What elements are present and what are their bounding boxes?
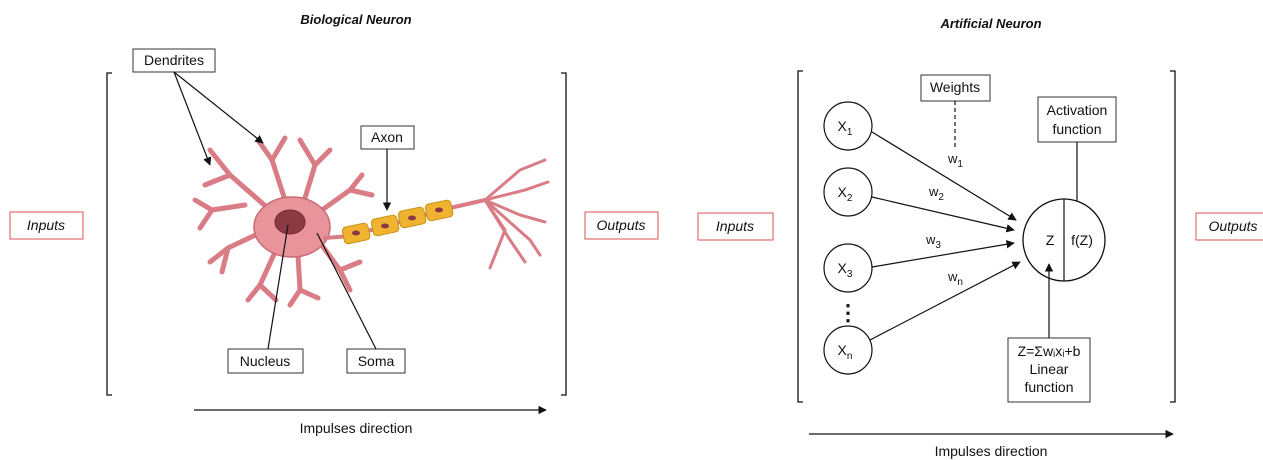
soma-box: [346, 348, 406, 374]
input-node-x2: X2: [823, 167, 873, 217]
linear-label-line3: function: [1024, 379, 1073, 395]
connection-n: [869, 261, 1021, 341]
nucleus-body: [274, 209, 306, 235]
input-node-xn: Xn: [823, 325, 873, 375]
myelin-nuclei: [352, 207, 443, 236]
art-right-bracket: [1170, 70, 1176, 403]
connection-2: [871, 196, 1015, 233]
input-nodes: X1 X2 X3 ⋮ Xn: [823, 101, 873, 375]
axon-terminals: [483, 158, 550, 270]
connection-3: [871, 240, 1015, 268]
myelin-sheaths: [341, 199, 454, 245]
connection-1: [871, 131, 1017, 221]
x3-label: X3: [838, 260, 853, 280]
linear-label-line2: Linear: [1030, 361, 1069, 377]
activation-box: [1037, 96, 1117, 143]
nucleus-box: [227, 348, 304, 374]
fz-label: f(Z): [1071, 232, 1093, 248]
weights-label: Weights: [930, 79, 980, 95]
input-node-x3: X3: [823, 243, 873, 293]
biological-neuron-panel: Biological Neuron Inputs Outputs: [9, 12, 659, 436]
art-outputs-label: Outputs: [1208, 218, 1257, 234]
z-label: Z: [1046, 232, 1055, 248]
input-ellipsis: ⋮: [837, 300, 859, 325]
w1-label: w1: [947, 151, 963, 170]
linear-function-box: [1007, 337, 1091, 403]
bio-pointers: [173, 71, 392, 350]
axon-label: Axon: [371, 129, 403, 145]
x2-label: X2: [838, 184, 853, 204]
weighted-connections: [869, 131, 1021, 341]
input-node-x1: X1: [823, 101, 873, 151]
weights-box: [920, 74, 991, 102]
artificial-neuron-panel: Artificial Neuron Inputs Outputs X1 X2 X…: [697, 16, 1263, 459]
x1-label: X1: [838, 118, 853, 138]
art-outputs-box: [1195, 212, 1263, 241]
wn-label: wn: [947, 269, 963, 288]
activation-label-line2: function: [1052, 121, 1101, 137]
w2-label: w2: [928, 184, 944, 203]
left-bracket: [106, 72, 112, 396]
bio-inputs-box: [9, 211, 84, 240]
art-inputs-box: [697, 212, 774, 241]
dendrite-branches: [192, 135, 375, 308]
dendrites-label: Dendrites: [144, 52, 204, 68]
w3-label: w3: [925, 232, 941, 251]
linear-formula: Z=Σwᵢxᵢ+b: [1018, 343, 1081, 359]
artificial-title: Artificial Neuron: [939, 16, 1041, 31]
activation-label-line1: Activation: [1047, 102, 1108, 118]
neuron-illustration: [192, 135, 550, 308]
bio-outputs-label: Outputs: [596, 217, 645, 233]
biological-title: Biological Neuron: [300, 12, 411, 27]
neuron-node: Z f(Z): [1022, 198, 1106, 282]
soma-label: Soma: [358, 353, 395, 369]
bio-inputs-label: Inputs: [27, 217, 65, 233]
bio-direction-label: Impulses direction: [300, 420, 413, 436]
right-bracket: [561, 72, 567, 396]
xn-label: Xn: [838, 342, 853, 362]
art-left-bracket: [797, 70, 803, 403]
art-direction-label: Impulses direction: [935, 443, 1048, 459]
nucleus-label: Nucleus: [240, 353, 291, 369]
art-inputs-label: Inputs: [716, 218, 754, 234]
bio-outputs-box: [584, 211, 659, 240]
